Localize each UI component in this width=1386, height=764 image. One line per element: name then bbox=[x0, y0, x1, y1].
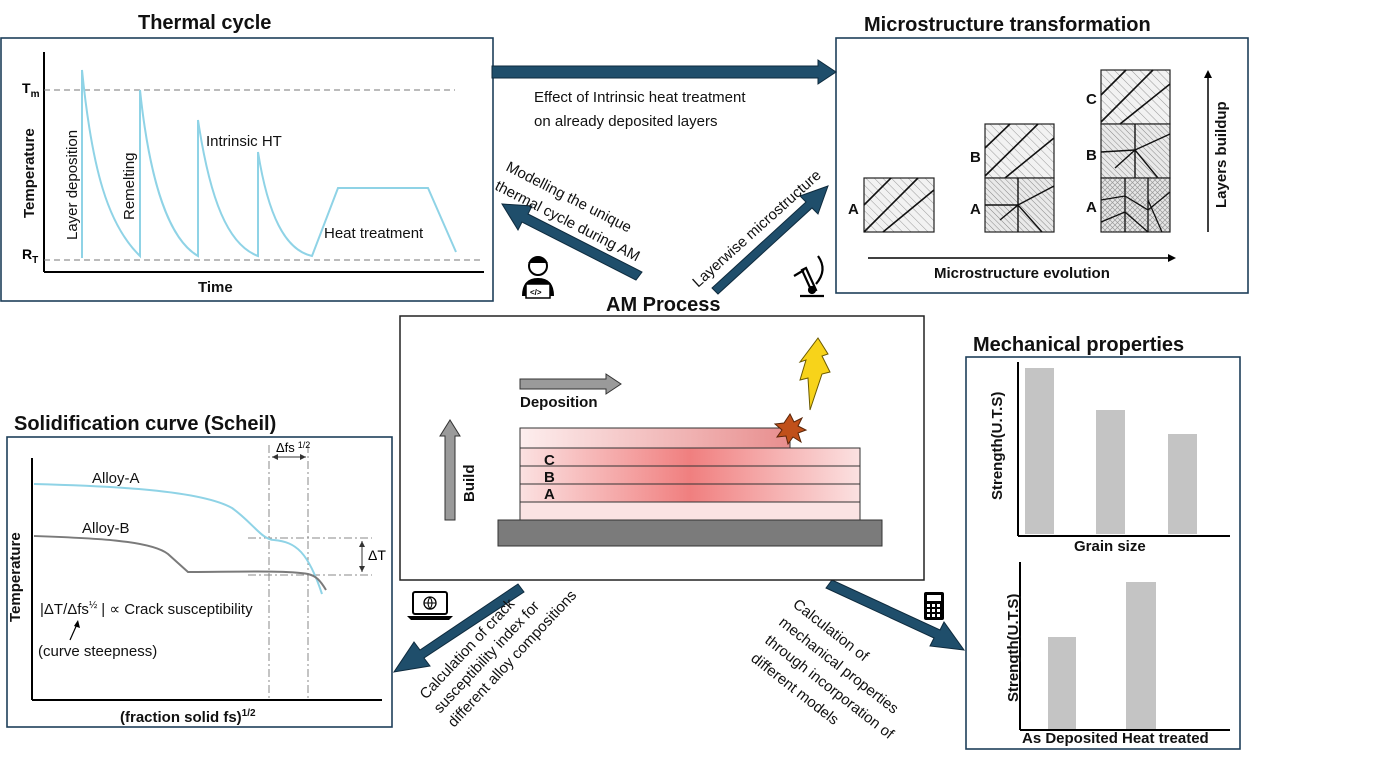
alloy-a-curve bbox=[33, 483, 323, 595]
delta-t-label: ΔT bbox=[368, 547, 386, 563]
grain-block-b3-lines bbox=[1100, 124, 1171, 179]
layerwise-arrow bbox=[711, 185, 829, 295]
bottom-chart-category-2: Heat treated bbox=[1122, 730, 1209, 747]
deposition-label: Deposition bbox=[520, 394, 598, 411]
grain-block-c3-lines bbox=[1100, 69, 1171, 125]
grain-block-b2 bbox=[984, 123, 1055, 179]
layer-base bbox=[519, 501, 861, 521]
micro-label-c-3: C bbox=[1086, 91, 1097, 108]
grain-block-a3-lines bbox=[1100, 178, 1171, 233]
layer-b bbox=[519, 465, 861, 485]
grain-block-a1-lines bbox=[863, 177, 935, 233]
layer-deposition-label: Layer deposition bbox=[64, 130, 81, 240]
layer-label-b: B bbox=[544, 469, 555, 486]
top-chart-bar-1 bbox=[1025, 368, 1054, 534]
layer-label-c: C bbox=[544, 452, 555, 469]
scheil-y-label: Temperature bbox=[7, 532, 24, 622]
rt-label: RT bbox=[22, 246, 38, 266]
lightning-bolt-icon bbox=[798, 337, 831, 411]
top-chart-bar-2 bbox=[1096, 410, 1125, 534]
svg-text:</>: </> bbox=[530, 288, 542, 297]
thermal-x-label: Time bbox=[198, 279, 233, 296]
substrate bbox=[497, 519, 883, 547]
layer-label-a: A bbox=[544, 486, 555, 503]
effect-text-line2: on already deposited layers bbox=[534, 113, 717, 130]
thermal-cycle-curve bbox=[81, 69, 457, 259]
delta-fs-head-left bbox=[272, 454, 278, 460]
grain-block-c3 bbox=[1100, 69, 1171, 125]
bottom-chart-y-label: Strength(U.T.S) bbox=[1005, 594, 1022, 702]
top-chart-y-label: Strength(U.T.S) bbox=[989, 392, 1006, 500]
layer-c bbox=[519, 447, 861, 467]
delta-fs-head-right bbox=[300, 454, 306, 460]
micro-x-label: Microstructure evolution bbox=[934, 265, 1110, 282]
micro-evolution-arrowhead bbox=[1168, 254, 1176, 262]
mechanical-title: Mechanical properties bbox=[973, 334, 1184, 356]
top-chart-bar-3 bbox=[1168, 434, 1197, 534]
thermal-y-label: Temperature bbox=[21, 128, 38, 218]
scheil-title: Solidification curve (Scheil) bbox=[14, 413, 276, 435]
melt-spark-icon bbox=[773, 413, 808, 446]
heat-treatment-label: Heat treatment bbox=[324, 225, 424, 242]
build-label: Build bbox=[461, 465, 478, 503]
bottom-chart-category-1: As Deposited bbox=[1022, 730, 1118, 747]
grain-block-b2-lines bbox=[984, 123, 1055, 179]
alloy-b-curve bbox=[33, 535, 327, 591]
delta-t-head-top bbox=[359, 541, 365, 547]
grain-block-a3 bbox=[1100, 177, 1171, 233]
alloy-a-label: Alloy-A bbox=[92, 470, 140, 487]
mechanical-panel: Mechanical properties Strength(U.T.S) Gr… bbox=[965, 334, 1241, 750]
tm-label: Tm bbox=[22, 80, 40, 100]
remelting-label: Remelting bbox=[121, 152, 138, 220]
effect-text-line1: Effect of Intrinsic heat treatment bbox=[534, 89, 746, 106]
micro-label-b-3: B bbox=[1086, 147, 1097, 164]
steepness-pointer-head bbox=[74, 620, 80, 628]
layer-a bbox=[519, 483, 861, 503]
grain-block-a1 bbox=[863, 177, 935, 233]
laptop-globe-icon bbox=[407, 591, 453, 620]
micro-label-a-2: A bbox=[970, 201, 981, 218]
top-chart-x-label: Grain size bbox=[1074, 538, 1146, 555]
scheil-x-label: (fraction solid fs)1/2 bbox=[120, 708, 256, 726]
intrinsic-ht-label: Intrinsic HT bbox=[206, 133, 282, 150]
crack-formula: |ΔT/Δfs½| ∝ Crack susceptibility bbox=[40, 600, 253, 618]
micro-label-a-1: A bbox=[848, 201, 859, 218]
bottom-chart-bar-as-deposited bbox=[1048, 637, 1076, 729]
mechanical-arrow bbox=[825, 579, 966, 651]
delta-t-head-bottom bbox=[359, 566, 365, 572]
crack-arrow bbox=[392, 583, 525, 673]
grain-block-a2-lines bbox=[985, 178, 1055, 233]
layers-buildup-arrowhead bbox=[1204, 70, 1212, 78]
modelling-arrow bbox=[501, 203, 643, 281]
thermal-cycle-panel: Thermal cycle Tm RT Temperature Time Lay… bbox=[0, 12, 494, 302]
alloy-b-label: Alloy-B bbox=[82, 520, 130, 537]
am-process-panel: AM Process Deposition Build C B A bbox=[399, 294, 925, 581]
thermal-cycle-title: Thermal cycle bbox=[138, 12, 271, 34]
layer-current bbox=[519, 427, 791, 449]
deposition-arrow bbox=[519, 373, 622, 395]
am-process-title: AM Process bbox=[606, 294, 721, 316]
effect-arrow bbox=[491, 59, 837, 85]
calculator-icon bbox=[924, 592, 944, 620]
micro-label-a-3: A bbox=[1086, 199, 1097, 216]
steepness-label: (curve steepness) bbox=[38, 643, 157, 660]
microstructure-panel: Microstructure transformation A B A C B … bbox=[835, 14, 1249, 294]
microscope-icon bbox=[793, 255, 824, 298]
person-laptop-icon: </> bbox=[522, 256, 554, 299]
bottom-chart-bar-heat-treated bbox=[1126, 582, 1156, 729]
micro-label-b-2: B bbox=[970, 149, 981, 166]
scheil-box bbox=[6, 436, 393, 728]
build-arrow bbox=[439, 419, 461, 521]
microstructure-title: Microstructure transformation bbox=[864, 14, 1151, 36]
micro-y-label: Layers buildup bbox=[1213, 101, 1230, 208]
